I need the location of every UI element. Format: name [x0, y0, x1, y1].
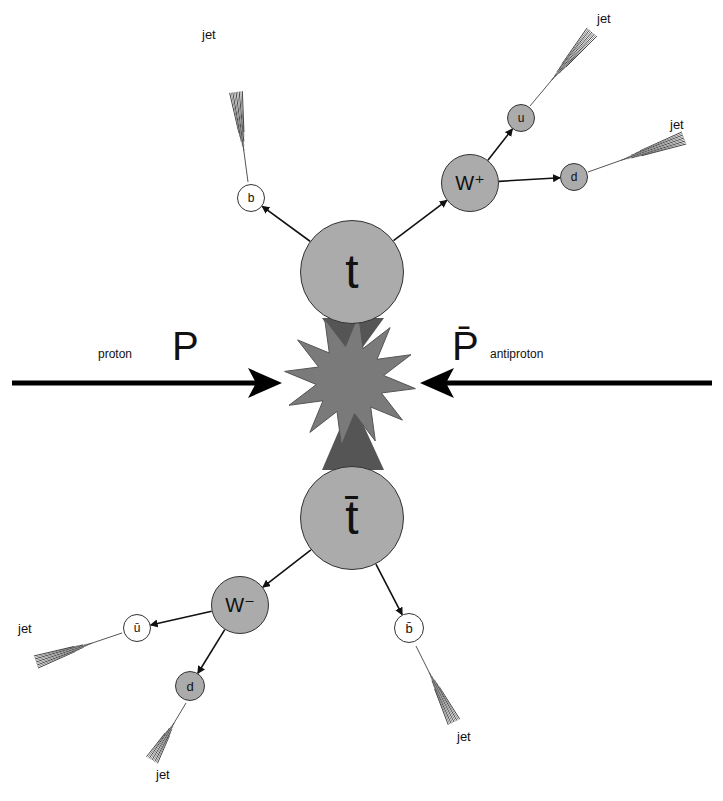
jet-sprays: [34, 28, 686, 763]
jet-label: jet: [457, 730, 471, 743]
particle-circle: b: [237, 184, 265, 212]
jet-stroke: [36, 643, 92, 662]
jet-label: jet: [597, 12, 611, 25]
particle-circle: b̄: [394, 613, 424, 643]
particle-circle: d: [175, 671, 205, 701]
decay-arrow: [263, 550, 311, 587]
jet-stroke: [152, 723, 174, 760]
decay-arrow: [488, 129, 512, 160]
jet-stroke: [435, 689, 449, 725]
jet-stroke: [555, 33, 593, 77]
jet-stroke: [433, 685, 449, 724]
decay-arrow: [198, 630, 225, 674]
particle-circle: t: [300, 220, 404, 324]
jet-stroke: [35, 644, 87, 660]
jet-label: jet: [18, 622, 32, 635]
jet-stroke: [239, 92, 244, 142]
decay-arrow: [394, 200, 447, 240]
particle-symbol: t̄: [345, 494, 358, 542]
jet-stroke: [432, 681, 451, 724]
particle-circle: W⁺: [441, 154, 499, 212]
jet-stroke: [243, 146, 248, 182]
jet-stroke: [431, 677, 453, 723]
particle-symbol: u: [518, 112, 525, 124]
jet-stroke: [34, 646, 78, 658]
particle-circle: d: [560, 163, 588, 191]
jet-stroke: [554, 31, 590, 76]
jet-stroke: [559, 34, 595, 73]
jet-stroke: [429, 673, 454, 722]
particle-circle: ū: [123, 614, 151, 642]
decay-arrow: [376, 564, 402, 615]
particle-symbol: b: [248, 192, 255, 204]
collision-star: [285, 315, 416, 446]
jet-stroke: [632, 141, 685, 158]
jet-stroke: [432, 676, 456, 721]
decay-arrow: [151, 611, 212, 625]
particle-symbol: W⁺: [455, 173, 484, 193]
jet-stroke: [557, 30, 590, 72]
jet-stroke: [147, 733, 166, 757]
jet-stroke: [238, 92, 244, 146]
particle-circle: W⁻: [211, 576, 269, 634]
jet-stroke: [35, 645, 83, 659]
jet-stroke: [566, 36, 597, 67]
jet-stroke: [172, 703, 186, 726]
particle-symbol: W⁻: [225, 595, 254, 615]
jet-stroke: [552, 32, 592, 80]
beam-name: proton: [98, 348, 132, 360]
beam-symbol: P: [172, 326, 199, 366]
jet-stroke: [588, 158, 626, 172]
jet-stroke: [627, 140, 685, 159]
particle-circle: u: [507, 104, 535, 132]
particle-symbol: d: [186, 680, 193, 693]
antiproton-beam-head: [420, 368, 454, 398]
particle-circle: t̄: [300, 466, 404, 570]
particle-symbol: ū: [134, 622, 141, 634]
jet-stroke: [642, 144, 686, 156]
antiproton-beam: [440, 381, 712, 386]
jet-stroke: [530, 76, 555, 106]
particle-symbol: t: [345, 248, 358, 296]
jet-stroke: [416, 646, 431, 676]
jet-stroke: [242, 91, 244, 132]
beam-name: antiproton: [490, 348, 543, 360]
proton-beam: [12, 381, 262, 386]
particle-symbol: d: [571, 171, 578, 183]
proton-beam-head: [248, 368, 282, 398]
beam-symbol: P̄: [452, 326, 479, 366]
jet-stroke: [241, 91, 244, 136]
jet-label: jet: [156, 768, 170, 781]
jet-stroke: [149, 728, 169, 758]
jet-stroke: [151, 725, 172, 759]
decay-arrow: [499, 178, 560, 182]
jet-stroke: [236, 92, 244, 151]
jet-stroke: [88, 633, 122, 645]
decay-arrow: [262, 206, 310, 241]
jet-stroke: [622, 138, 684, 160]
jet-label: jet: [202, 28, 216, 41]
jet-stroke: [34, 647, 74, 656]
particle-symbol: b̄: [405, 622, 412, 635]
jet-label: jet: [670, 118, 684, 131]
jet-stroke: [637, 143, 686, 157]
